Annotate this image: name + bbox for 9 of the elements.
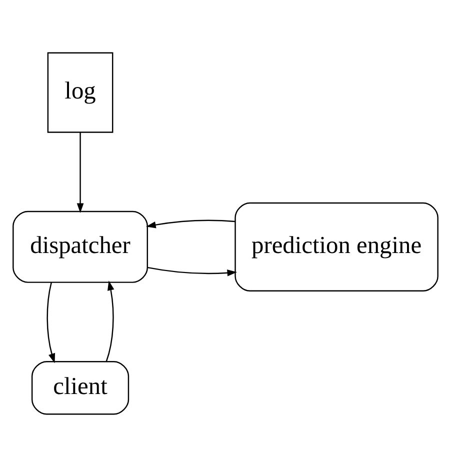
arrow bbox=[106, 280, 114, 362]
node-box: prediction engine bbox=[234, 202, 438, 292]
arrow bbox=[46, 282, 56, 364]
arrow bbox=[146, 220, 236, 228]
node-box: log bbox=[47, 52, 114, 133]
node-box: dispatcher bbox=[12, 210, 148, 283]
arrow bbox=[76, 132, 84, 214]
arrow bbox=[148, 266, 238, 276]
node-box: client bbox=[31, 361, 130, 415]
